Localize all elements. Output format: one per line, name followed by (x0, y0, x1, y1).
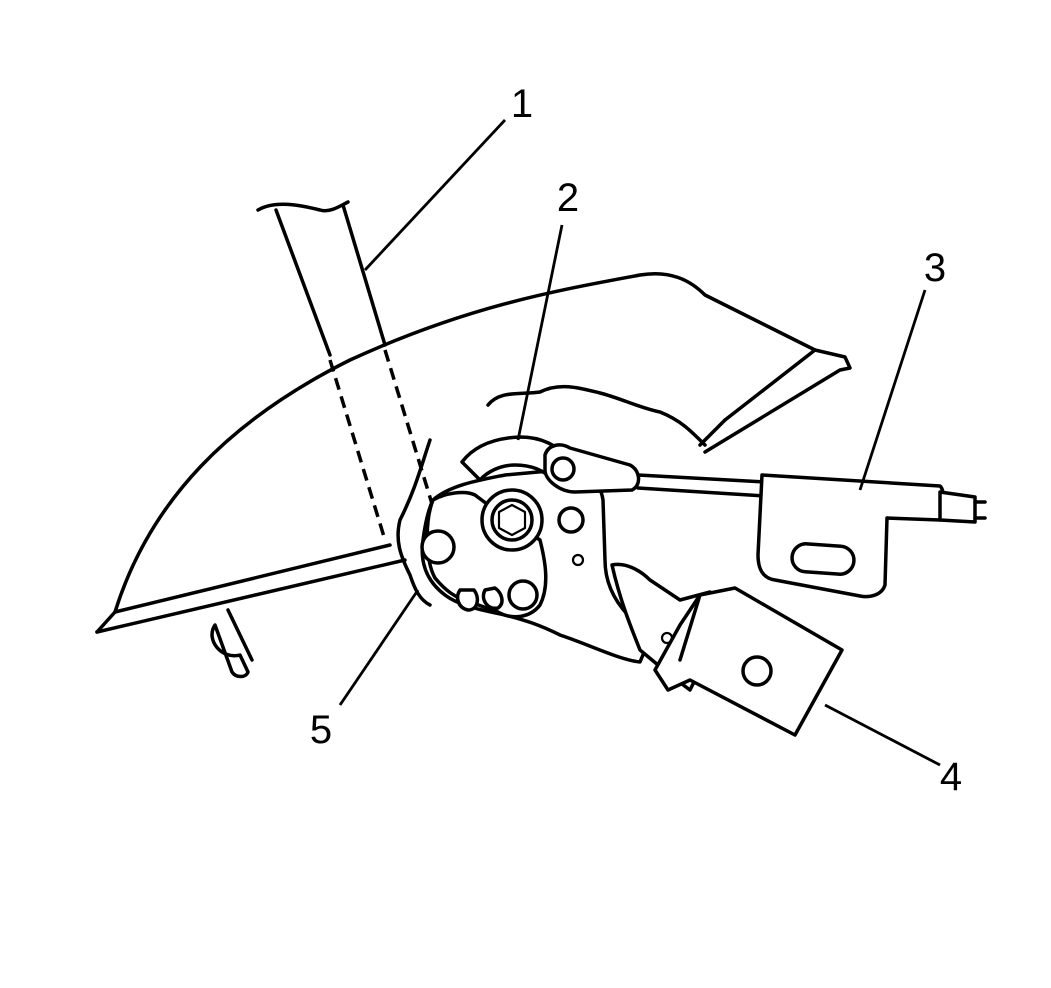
pivot-plate (420, 490, 548, 619)
lower-bolt (210, 608, 254, 679)
callout-1: 1 (511, 82, 533, 126)
callout-5: 5 (310, 708, 332, 752)
center-hex-bolt (480, 488, 544, 552)
leader-5 (338, 589, 420, 706)
cable-housing (756, 473, 987, 599)
callout-2: 2 (557, 176, 579, 220)
callout-4: 4 (940, 755, 962, 799)
trim-panel (95, 272, 852, 634)
leader-1 (363, 119, 507, 271)
leader-4 (824, 703, 941, 767)
leader-lines (338, 119, 941, 767)
callout-labels: 1 2 3 4 5 (310, 82, 962, 799)
leader-3 (858, 289, 927, 491)
cable-link (543, 443, 767, 498)
callout-3: 3 (924, 246, 946, 290)
sensor-connector (653, 586, 844, 737)
leader-2 (516, 224, 564, 441)
bracket-holes (455, 506, 585, 612)
